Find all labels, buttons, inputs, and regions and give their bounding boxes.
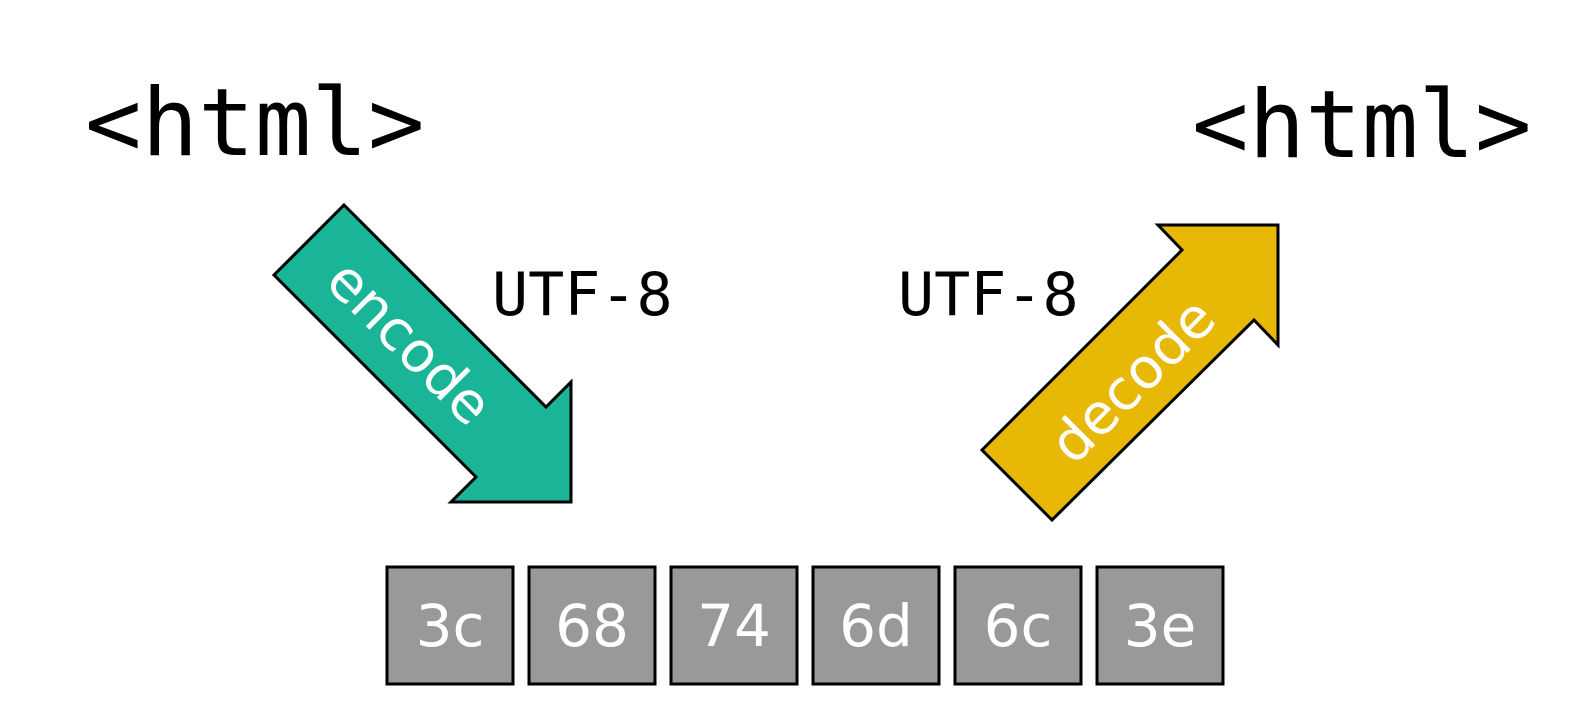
decode-encoding-label: UTF-8: [898, 260, 1079, 330]
byte-cell: 74: [669, 565, 799, 686]
byte-value: 74: [697, 592, 771, 660]
byte-cell: 68: [527, 565, 657, 686]
encode-arrow: encode: [271, 202, 573, 504]
source-html-text: <html>: [85, 69, 425, 178]
target-html-text: <html>: [1192, 71, 1532, 180]
byte-box: [953, 565, 1083, 686]
byte-cell: 6c: [953, 565, 1083, 686]
byte-cell: 3e: [1095, 565, 1225, 686]
byte-row: 3c 68 74 6d 6c 3e: [385, 565, 1225, 686]
encode-arrow-shape: [271, 202, 573, 504]
byte-value: 6d: [839, 592, 913, 660]
byte-cell: 3c: [385, 565, 515, 686]
byte-box: [1095, 565, 1225, 686]
byte-value: 3c: [416, 592, 485, 660]
decode-arrow-shape: [979, 223, 1280, 523]
encode-encoding-label: UTF-8: [492, 260, 673, 330]
byte-value: 68: [555, 592, 629, 660]
byte-value: 6c: [984, 592, 1053, 660]
byte-box: [669, 565, 799, 686]
byte-value: 3e: [1124, 592, 1197, 660]
byte-cell: 6d: [811, 565, 941, 686]
byte-box: [527, 565, 657, 686]
byte-box: [385, 565, 515, 686]
byte-box: [811, 565, 941, 686]
